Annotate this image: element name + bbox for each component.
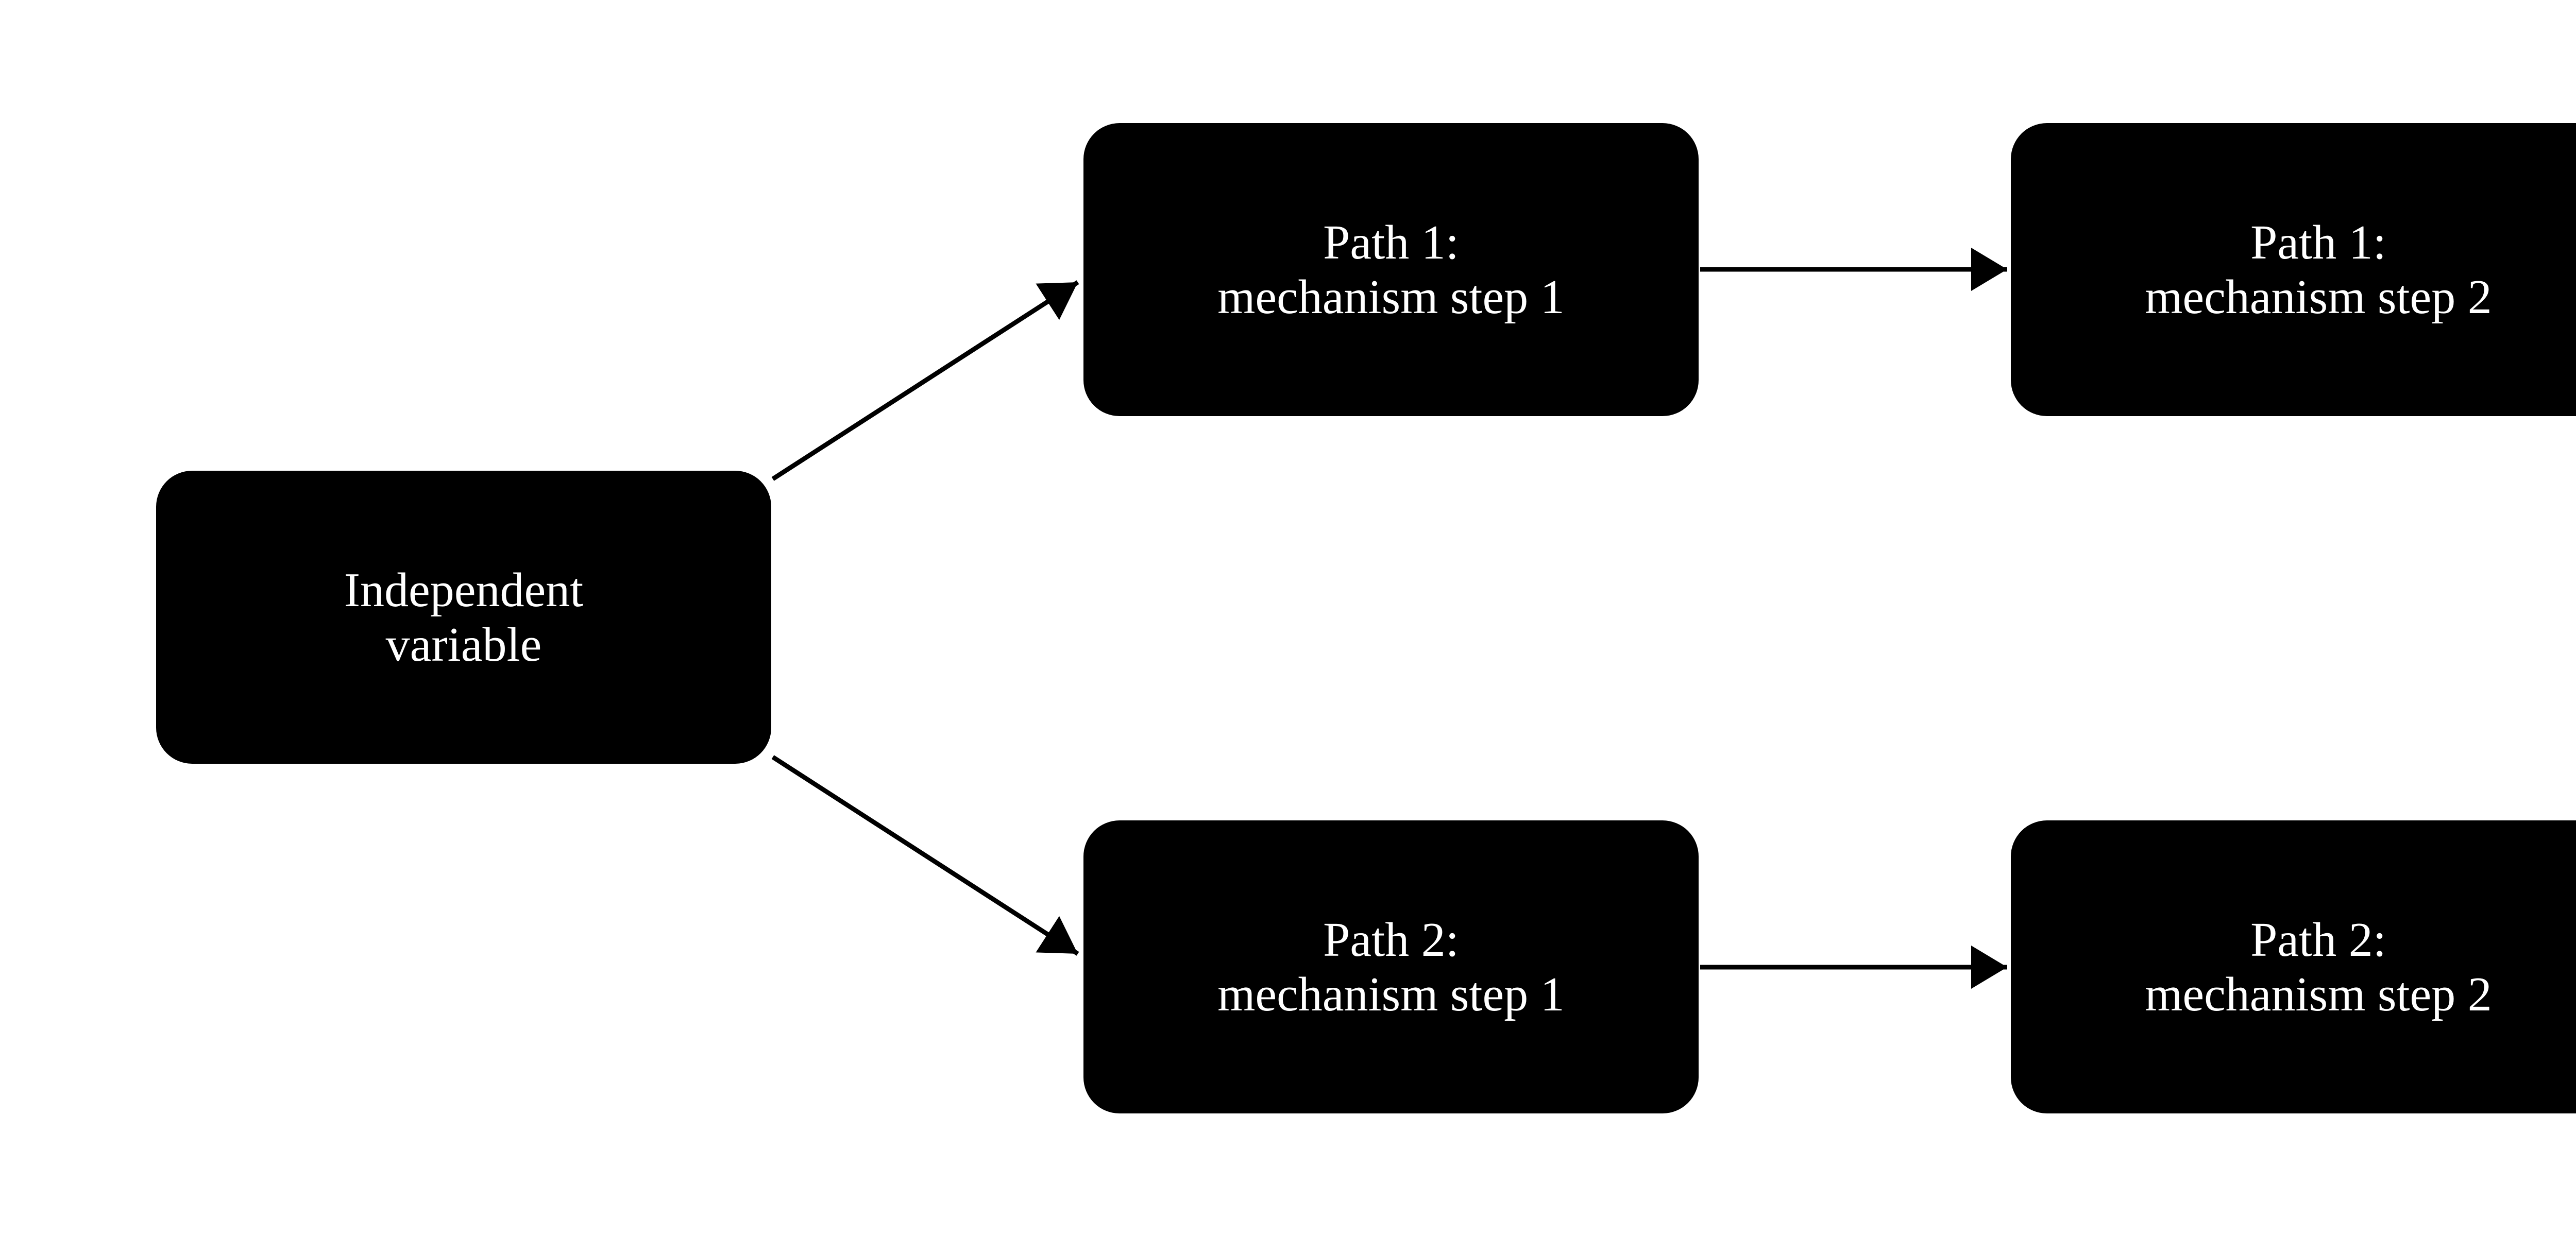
node-label-line: mechanism step 1 <box>1217 270 1565 324</box>
node-label-line: variable <box>385 617 542 672</box>
node-path2-step1: Path 2: mechanism step 1 <box>1083 820 1699 1113</box>
node-label-line: Path 2: <box>1323 913 1459 967</box>
node-independent-variable: Independent variable <box>156 471 771 764</box>
node-label-line: Path 1: <box>1323 215 1459 269</box>
node-label-line: Path 1: <box>2250 215 2386 269</box>
node-label-line: Path 2: <box>2250 913 2386 967</box>
node-path1-step2: Path 1: mechanism step 2 <box>2011 123 2576 416</box>
node-path1-step1: Path 1: mechanism step 1 <box>1083 123 1699 416</box>
node-label-line: mechanism step 2 <box>2145 270 2492 324</box>
edge-independent-to-path2-step1 <box>771 755 1079 956</box>
node-label-line: mechanism step 1 <box>1217 967 1565 1021</box>
node-path2-step2: Path 2: mechanism step 2 <box>2011 820 2576 1113</box>
edge-independent-to-path1-step1 <box>771 280 1079 481</box>
node-label-line: Independent <box>344 563 584 617</box>
node-label-line: mechanism step 2 <box>2145 967 2492 1021</box>
